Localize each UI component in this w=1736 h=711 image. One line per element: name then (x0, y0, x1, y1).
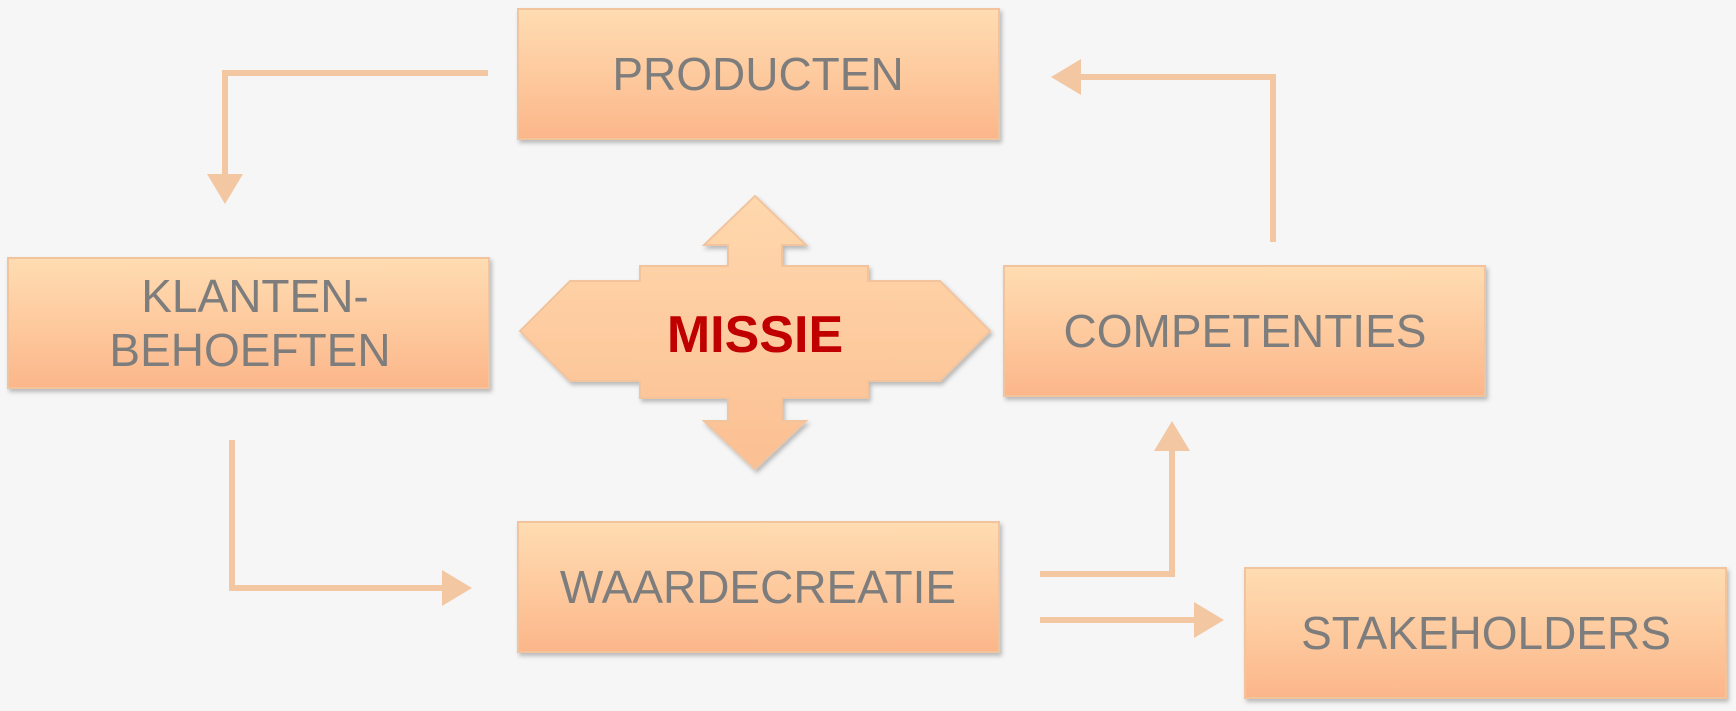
node-klantenbehoeften: KLANTEN- BEHOEFTEN (7, 257, 490, 389)
competenties-box (1003, 265, 1486, 397)
node-competenties: COMPETENTIES (1003, 265, 1486, 397)
klantenbehoeften-label-line2: BEHOEFTEN (109, 324, 390, 376)
waardecreatie-box (517, 521, 1000, 653)
stakeholders-label: STAKEHOLDERS (1301, 607, 1671, 659)
producten-label: PRODUCTEN (612, 48, 903, 100)
competenties-label: COMPETENTIES (1064, 305, 1427, 357)
missie-arrow-shape (518, 194, 992, 471)
node-producten: PRODUCTEN (517, 8, 1000, 140)
klantenbehoeften-box (7, 257, 490, 389)
waardecreatie-label: WAARDECREATIE (560, 561, 956, 613)
flow-competenties-to-producten (1051, 59, 1276, 242)
connectors (207, 59, 1276, 638)
node-waardecreatie: WAARDECREATIE (517, 521, 1000, 653)
stakeholders-box (1244, 567, 1727, 699)
producten-box (517, 8, 1000, 140)
flow-klantenbehoeften-to-waardecreatie (229, 440, 472, 606)
missie-label: MISSIE (667, 306, 843, 364)
flow-waardecreatie-to-competenties (1040, 421, 1190, 577)
flow-producten-to-klantenbehoeften (207, 70, 488, 204)
missie-node: MISSIE (518, 194, 992, 471)
node-stakeholders: STAKEHOLDERS (1244, 567, 1727, 699)
klantenbehoeften-label-line1: KLANTEN- (141, 270, 368, 322)
